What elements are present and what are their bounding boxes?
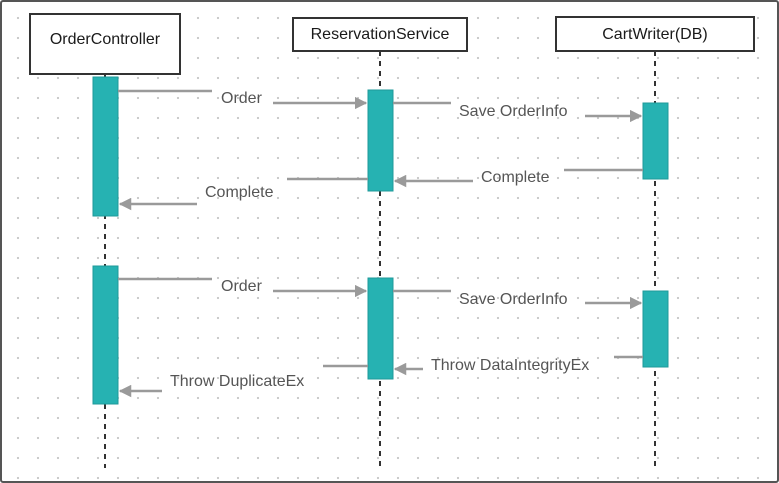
message-label: Complete xyxy=(481,169,550,186)
activation-bar xyxy=(367,277,394,380)
activation-bar xyxy=(642,290,669,368)
participant-reservation-service[interactable]: ReservationService xyxy=(292,17,468,52)
participant-order-controller[interactable]: OrderController xyxy=(29,13,181,75)
message-label: Save OrderInfo xyxy=(459,291,568,308)
activation-bar xyxy=(92,76,119,217)
message-throw-data-integrity-ex[interactable]: Throw DataIntegrityEx xyxy=(393,355,643,376)
message-label: Complete xyxy=(205,184,274,201)
participant-label: ReservationService xyxy=(311,26,450,43)
message-label: Order xyxy=(221,278,263,295)
message-label: Throw DuplicateEx xyxy=(170,373,304,390)
message-complete[interactable]: Complete xyxy=(118,177,368,211)
message-complete[interactable]: Complete xyxy=(393,168,643,188)
activation-bar xyxy=(92,265,119,405)
message-label: Save OrderInfo xyxy=(459,103,568,120)
message-save-order-info[interactable]: Save OrderInfo xyxy=(393,101,643,123)
message-throw-duplicate-ex[interactable]: Throw DuplicateEx xyxy=(118,364,368,398)
participant-cart-writer[interactable]: CartWriter(DB) xyxy=(555,16,755,52)
message-save-order-info[interactable]: Save OrderInfo xyxy=(393,289,643,310)
participant-label: OrderController xyxy=(50,31,161,48)
message-order[interactable]: Order xyxy=(118,89,368,110)
message-label: Throw DataIntegrityEx xyxy=(431,357,589,374)
message-order[interactable]: Order xyxy=(118,277,368,298)
message-label: Order xyxy=(221,90,263,107)
activation-bar xyxy=(642,102,669,180)
activation-bar xyxy=(367,89,394,192)
participant-label: CartWriter(DB) xyxy=(602,26,707,43)
